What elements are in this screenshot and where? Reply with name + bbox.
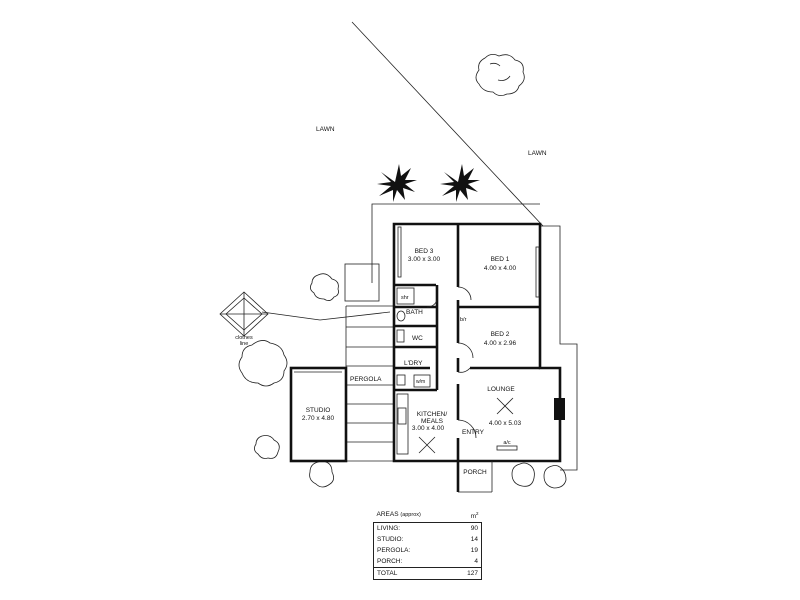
palm-tree-icon bbox=[377, 164, 417, 202]
entry-label: ENTRY bbox=[462, 429, 485, 436]
ac-unit-icon bbox=[496, 445, 518, 451]
kitchen-dims: 3.00 x 4.00 bbox=[412, 425, 445, 432]
studio-room bbox=[289, 366, 348, 463]
area-total-label: TOTAL bbox=[372, 567, 454, 581]
bed1-label: BED 1 bbox=[491, 256, 510, 263]
ldry-label: L'DRY bbox=[404, 360, 423, 367]
areas-title: AREAS (approx) bbox=[376, 511, 421, 519]
table-total-row: TOTAL 127 bbox=[372, 567, 482, 581]
laundry-tub-icon bbox=[396, 374, 406, 386]
area-row-value: 19 bbox=[453, 545, 482, 557]
kitchen-bench bbox=[396, 393, 409, 455]
area-row-label: LIVING: bbox=[372, 522, 454, 535]
toilet-icon bbox=[396, 329, 405, 343]
shower-outline bbox=[396, 287, 415, 305]
property-boundary bbox=[261, 21, 578, 471]
pergola-label: PERGOLA bbox=[350, 376, 382, 383]
tree-icon bbox=[309, 460, 334, 488]
tree-icon bbox=[543, 465, 567, 489]
tree-icon bbox=[475, 54, 525, 96]
tree-icon bbox=[254, 435, 280, 459]
light-fitting-icon bbox=[418, 436, 436, 454]
area-row-value: 14 bbox=[453, 534, 482, 546]
areas-unit: m2 bbox=[470, 511, 479, 521]
studio-dims: 2.70 x 4.80 bbox=[302, 415, 335, 422]
bed1-dims: 4.00 x 4.00 bbox=[484, 265, 517, 272]
pergola-slats bbox=[345, 305, 394, 462]
studio-label: STUDIO bbox=[306, 407, 331, 414]
area-total-value: 127 bbox=[453, 567, 482, 581]
wardrobe-bed1 bbox=[535, 246, 540, 298]
shed-outline bbox=[344, 263, 380, 302]
wm-label: w/m bbox=[416, 379, 425, 385]
house-walls bbox=[392, 222, 562, 493]
area-row-value: 4 bbox=[453, 556, 482, 568]
bed2-dims: 4.00 x 2.96 bbox=[484, 340, 517, 347]
palm-tree-icon bbox=[440, 164, 480, 202]
wardrobe-bed3 bbox=[397, 226, 402, 278]
bed3-label: BED 3 bbox=[415, 248, 434, 255]
areas-table: AREAS (approx) m2 LIVING: 90 STUDIO: 14 … bbox=[372, 508, 482, 581]
ac-label: a/c bbox=[503, 440, 511, 446]
kitchen-label: KITCHEN/ bbox=[417, 411, 448, 418]
lounge-dims: 4.00 x 5.03 bbox=[489, 420, 522, 427]
shr-label: shr bbox=[401, 295, 409, 301]
bed3-dims: 3.00 x 3.00 bbox=[408, 256, 441, 263]
bath-label: BATH bbox=[406, 309, 423, 316]
door-swings bbox=[426, 286, 477, 439]
light-fitting-icon bbox=[496, 397, 514, 415]
porch-label: PORCH bbox=[463, 469, 487, 476]
bir-label: b/r bbox=[460, 317, 467, 323]
lawn-label-right: LAWN bbox=[528, 150, 547, 157]
lawn-label-left: LAWN bbox=[316, 126, 335, 133]
bed2-label: BED 2 bbox=[491, 331, 510, 338]
fireplace-icon bbox=[554, 398, 565, 420]
table-row: PERGOLA: 19 bbox=[372, 545, 482, 557]
table-row: STUDIO: 14 bbox=[372, 534, 482, 546]
clothes-line-icon bbox=[219, 291, 269, 337]
table-row: PORCH: 4 bbox=[372, 556, 482, 568]
tree-icon bbox=[310, 273, 339, 301]
area-row-label: PORCH: bbox=[372, 556, 454, 568]
area-row-label: STUDIO: bbox=[372, 534, 454, 546]
areas-table-header: AREAS (approx) m2 bbox=[374, 508, 482, 523]
area-row-label: PERGOLA: bbox=[372, 545, 454, 557]
table-row: LIVING: 90 bbox=[372, 522, 482, 535]
meals-label: MEALS bbox=[421, 418, 444, 425]
basin-icon bbox=[396, 310, 406, 322]
tree-icon bbox=[238, 340, 288, 387]
lounge-label: LOUNGE bbox=[487, 386, 515, 393]
washing-machine-icon bbox=[413, 374, 431, 388]
cooktop-icon bbox=[397, 407, 407, 425]
tree-icon bbox=[511, 462, 535, 487]
wc-label: WC bbox=[412, 335, 423, 342]
area-row-value: 90 bbox=[453, 522, 482, 535]
